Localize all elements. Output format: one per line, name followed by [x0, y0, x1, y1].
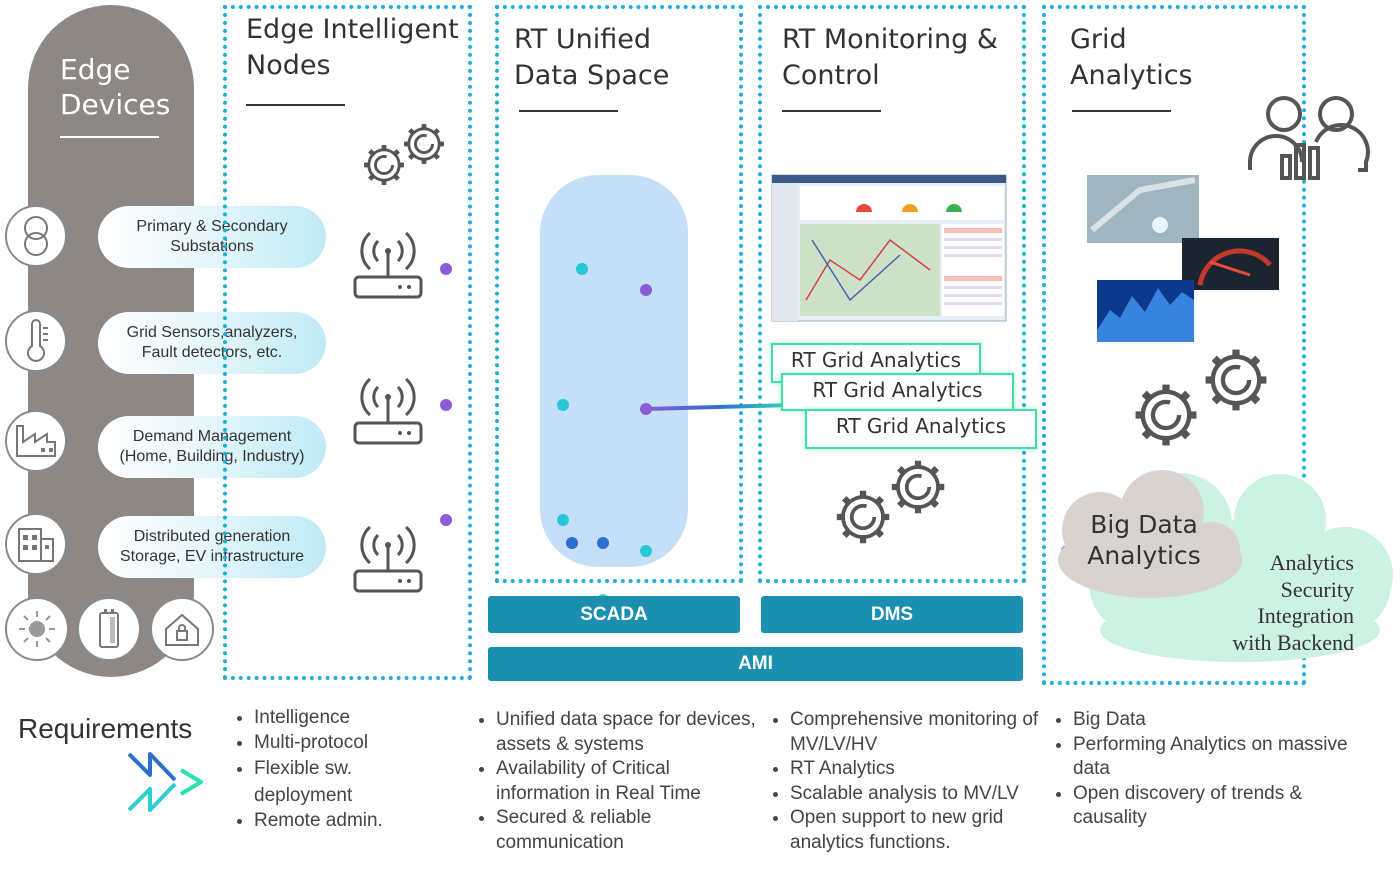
requirement-item: Big Data — [1073, 708, 1353, 733]
pill-substations-line1: Primary & Secondary — [136, 218, 288, 235]
requirement-item: Performing Analytics on massive data — [1073, 733, 1353, 782]
grid-analytics-box — [1042, 5, 1306, 685]
big-data-label: Big Data Analytics — [1082, 509, 1206, 571]
router-icon — [353, 525, 423, 593]
requirements-monitoring: Comprehensive monitoring of MV/LV/HV RT … — [764, 708, 1066, 855]
cloud-text-backend: with Backend — [1232, 629, 1354, 655]
monitoring-title: RT Monitoring & Control — [782, 22, 998, 94]
unified-title-line2: Data Space — [514, 60, 670, 91]
pill-demand-line1: Demand Management — [132, 428, 292, 445]
grid-title: Grid Analytics — [1070, 22, 1193, 94]
pill-substations: Primary & Secondary Substations — [98, 206, 326, 268]
pill-sensors: Grid Sensors,analyzers, Fault detectors,… — [98, 312, 326, 374]
router-icon — [353, 377, 423, 445]
monitoring-title-line2: Control — [782, 60, 880, 91]
pill-distributed-line2: Storage, EV infrastructure — [119, 548, 305, 565]
requirement-item: Scalable analysis to MV/LV — [790, 782, 1066, 807]
building-icon — [5, 513, 67, 575]
unified-title: RT Unified Data Space — [514, 22, 669, 94]
requirement-item: Remote admin. — [254, 809, 454, 834]
edge-devices-title-line2: Devices — [60, 88, 171, 121]
edge-nodes-underline — [246, 104, 345, 106]
pill-demand-line2: (Home, Building, Industry) — [119, 448, 305, 465]
requirement-item: Open support to new grid analytics funct… — [790, 806, 1066, 855]
unified-underline — [519, 110, 618, 112]
rt-grid-analytics-box-2: RT Grid Analytics — [781, 373, 1014, 411]
cloud-text-security: Security — [1280, 576, 1354, 602]
router-icon — [353, 231, 423, 299]
requirements-edge-nodes: Intelligence Multi-protocol Flexible sw.… — [228, 706, 454, 834]
requirements-arrow-icon — [127, 752, 203, 812]
users-chart-icon — [1248, 96, 1370, 180]
pill-demand: Demand Management (Home, Building, Indus… — [98, 416, 326, 478]
gear-icon — [364, 145, 404, 185]
unified-data-space-bg — [540, 175, 688, 567]
grid-title-line1: Grid — [1070, 24, 1127, 55]
gear-icon — [404, 124, 444, 164]
gear-icon — [1206, 350, 1267, 411]
edge-nodes-title-line2: Nodes — [246, 50, 331, 81]
factory-icon — [5, 410, 67, 472]
requirement-item: Flexible sw. deployment — [254, 755, 454, 809]
pill-sensors-line2: Fault detectors, etc. — [141, 344, 283, 361]
unified-data-box — [495, 5, 743, 583]
edge-nodes-title: Edge Intelligent Nodes — [246, 12, 459, 84]
requirement-item: Secured & reliable communication — [496, 806, 758, 855]
stock-chart-image — [1097, 280, 1194, 342]
pill-sensors-line1: Grid Sensors,analyzers, — [126, 324, 298, 341]
big-data-line1: Big Data — [1090, 510, 1198, 539]
edge-devices-underline — [60, 136, 159, 138]
pill-distributed: Distributed generation Storage, EV infra… — [98, 516, 326, 578]
requirement-item: Availability of Critical information in … — [496, 757, 758, 806]
requirement-item: Open discovery of trends & causality — [1073, 782, 1353, 831]
ami-bar: AMI — [488, 647, 1023, 681]
big-data-line2: Analytics — [1087, 541, 1201, 570]
unified-title-line1: RT Unified — [514, 24, 652, 55]
monitoring-title-line1: RT Monitoring & — [782, 24, 998, 55]
dms-bar: DMS — [761, 596, 1023, 633]
sun-icon — [5, 597, 69, 661]
scada-bar: SCADA — [488, 596, 740, 633]
monitoring-underline — [782, 110, 881, 112]
gear-icon — [1136, 385, 1197, 446]
requirement-item: Comprehensive monitoring of MV/LV/HV — [790, 708, 1066, 757]
big-data-cloud-shape — [1058, 470, 1242, 598]
gear-icon — [837, 491, 890, 544]
monitoring-dashboard-image — [771, 174, 1007, 322]
pill-distributed-line1: Distributed generation — [133, 528, 291, 545]
home-lock-icon — [150, 597, 214, 661]
edge-devices-title: Edge Devices — [60, 52, 170, 122]
requirements-title: Requirements — [18, 713, 193, 744]
requirement-item: RT Analytics — [790, 757, 1066, 782]
cloud-text-analytics: Analytics — [1269, 550, 1354, 575]
requirements-grid: Big Data Performing Analytics on massive… — [1047, 708, 1353, 831]
link-unified-rtga — [644, 403, 794, 411]
requirement-item: Intelligence — [254, 706, 454, 731]
requirement-item: Unified data space for devices, assets &… — [496, 708, 758, 757]
asset-management-image — [1087, 175, 1199, 243]
grid-title-line2: Analytics — [1070, 60, 1193, 91]
gear-icon — [892, 461, 945, 514]
edge-devices-title-line1: Edge — [60, 53, 131, 86]
edge-nodes-title-line1: Edge Intelligent — [246, 14, 459, 45]
rt-grid-analytics-box-3: RT Grid Analytics — [805, 409, 1037, 449]
cloud-text: Analytics Security Integration with Back… — [1232, 550, 1354, 656]
pill-substations-line2: Substations — [170, 238, 254, 255]
grid-underline — [1072, 110, 1171, 112]
gauge-image — [1182, 238, 1279, 290]
requirements-unified: Unified data space for devices, assets &… — [470, 708, 758, 855]
battery-icon — [77, 597, 141, 661]
requirement-item: Multi-protocol — [254, 731, 454, 756]
edge-nodes-box — [223, 5, 472, 680]
cloud-text-integration: Integration — [1257, 603, 1354, 628]
monitoring-box — [758, 5, 1026, 583]
thermometer-icon — [5, 310, 67, 372]
transformer-icon — [5, 205, 67, 267]
